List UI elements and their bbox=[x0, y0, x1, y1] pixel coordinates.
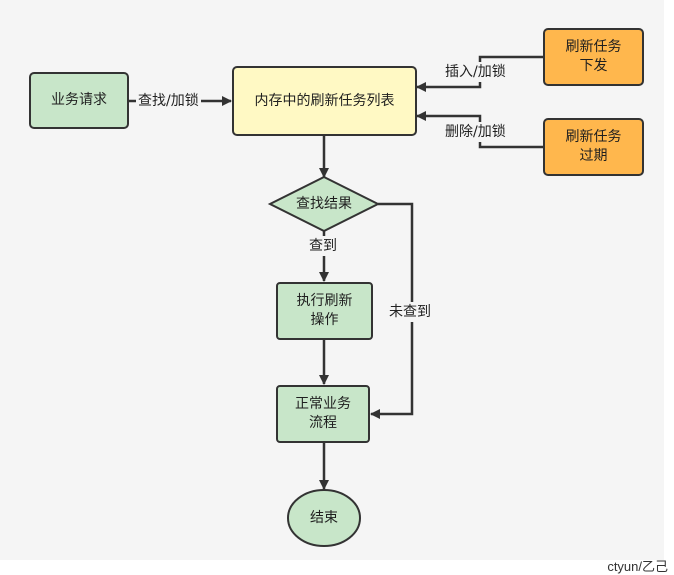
edge-label-lookup-lock: 查找/加锁 bbox=[136, 91, 201, 111]
node-lookup-result-label: 查找结果 bbox=[296, 195, 352, 212]
edge-label-delete-lock: 删除/加锁 bbox=[443, 122, 508, 142]
node-end-label: 结束 bbox=[310, 509, 338, 526]
edge-label-insert-lock: 插入/加锁 bbox=[443, 62, 508, 82]
node-business-request-label: 业务请求 bbox=[51, 92, 107, 109]
node-normal-flow-label: 正常业务 流程 bbox=[295, 396, 351, 431]
node-memory-task-list-shape bbox=[232, 66, 417, 136]
node-refresh-task-issue-shape bbox=[543, 28, 644, 86]
watermark-text: ctyun/乙己 bbox=[607, 559, 668, 574]
node-refresh-task-expire-label: 刷新任务 过期 bbox=[565, 129, 622, 164]
node-memory-task-list-label: 内存中的刷新任务列表 bbox=[254, 92, 395, 109]
node-refresh-task-issue-label: 刷新任务 下发 bbox=[565, 39, 622, 74]
node-end-shape bbox=[287, 489, 361, 547]
edge-label-found: 查到 bbox=[307, 236, 339, 256]
edge-label-not-found: 未查到 bbox=[387, 302, 433, 322]
node-execute-refresh-shape bbox=[276, 282, 373, 340]
node-lookup-result-shape bbox=[267, 175, 381, 233]
node-refresh-task-expire-shape bbox=[543, 118, 644, 176]
node-business-request-shape bbox=[29, 72, 129, 129]
node-normal-flow-shape bbox=[276, 385, 370, 443]
node-execute-refresh-label: 执行刷新 操作 bbox=[296, 293, 353, 328]
